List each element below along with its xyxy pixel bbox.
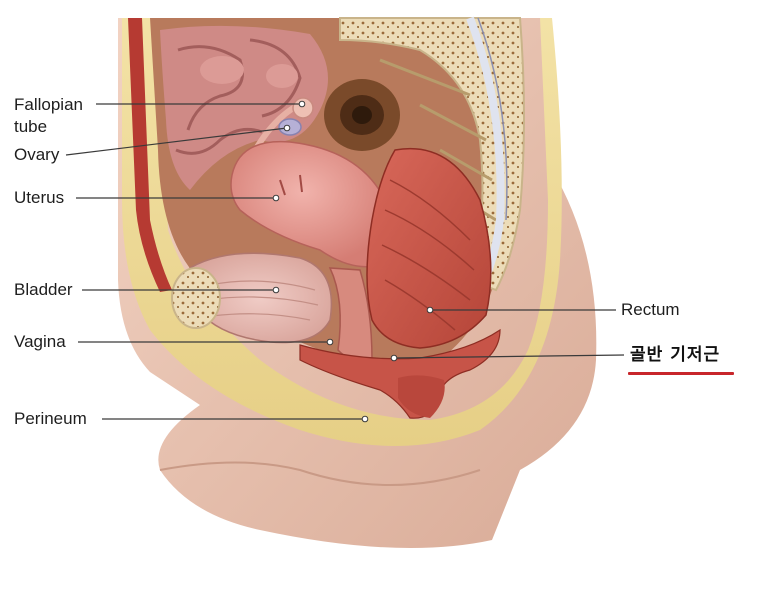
label-uterus: Uterus: [14, 188, 65, 207]
dural-line: [477, 17, 508, 221]
small-intestine: [160, 25, 328, 191]
uterus-ligament: [279, 174, 303, 196]
label-pelvic-floor-muscle: 골반 기저근: [630, 345, 721, 365]
fimbriae: [292, 97, 314, 119]
leader-dots: [272, 100, 434, 423]
label-bladder: Bladder: [14, 280, 73, 299]
label-fallopian-tube-line1: Fallopian: [14, 95, 83, 114]
abdominal-wall-muscle: [128, 18, 172, 292]
label-ovary: Ovary: [14, 145, 60, 164]
leader-ovary: [65, 127, 288, 156]
leader-lines: [65, 103, 625, 420]
label-perineum: Perineum: [14, 409, 87, 428]
anal-sphincter: [398, 375, 445, 418]
highlight-underline: [628, 372, 734, 375]
pubic-bone: [171, 267, 221, 329]
vertebra-lines: [379, 58, 497, 257]
rectum-organ: [366, 147, 492, 349]
rectum-muscle-fibres: [381, 179, 475, 331]
fat-layer: [122, 18, 562, 446]
sigmoid-colon: [324, 79, 400, 151]
label-vagina: Vagina: [14, 332, 66, 351]
label-fallopian-tube-line2: tube: [14, 117, 48, 136]
leader-pelvic-floor: [393, 354, 625, 359]
thigh-crease: [159, 461, 481, 486]
label-rectum: Rectum: [621, 300, 680, 319]
